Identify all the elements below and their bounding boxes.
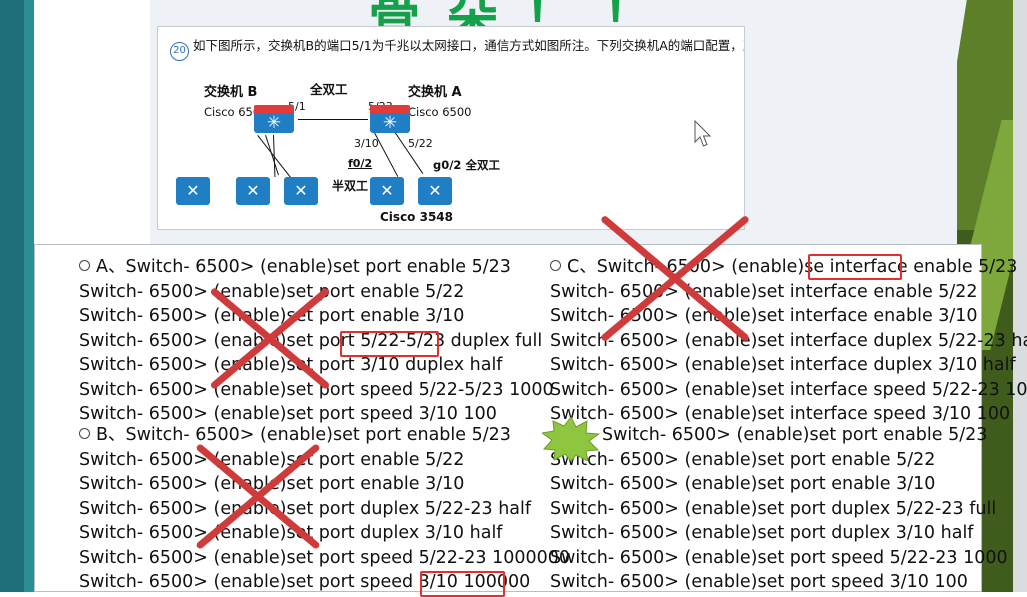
option-b-line-5: Switch- 6500> (enable)set port duplex 3/… xyxy=(79,523,503,543)
mouse-cursor xyxy=(694,119,716,150)
background-grey-edge xyxy=(1013,0,1027,592)
option-c-line-5: Switch- 6500> (enable)set interface dupl… xyxy=(550,355,1016,375)
option-b-text-1: Switch- 6500> (enable)set port enable 5/… xyxy=(125,425,511,445)
switch-b-icon-top xyxy=(254,105,294,114)
pc-icon-glyph-1: ✕ xyxy=(186,181,200,200)
option-a-text-1: Switch- 6500> (enable)set port enable 5/… xyxy=(125,257,511,277)
option-c-line-2: Switch- 6500> (enable)set interface enab… xyxy=(550,281,978,302)
option-a-line-7: Switch- 6500> (enable)set port speed 3/1… xyxy=(79,404,497,424)
option-a-line-5: Switch- 6500> (enable)set port 3/10 dupl… xyxy=(79,355,503,375)
diagram-port-3-10: 3/10 xyxy=(354,137,379,150)
option-b-block[interactable]: B、Switch- 6500> (enable)set port enable … xyxy=(79,423,571,597)
option-a-radio[interactable] xyxy=(79,260,90,271)
background-teal-stripe-2 xyxy=(24,0,34,592)
option-c-text-1: Switch- 6500> (enable)se interface enabl… xyxy=(596,257,1018,277)
pc-icon-glyph-4: ✕ xyxy=(380,181,394,200)
diagram-port-g0-2: g0/2 全双工 xyxy=(433,158,500,172)
diagram-bottom-switch-model: Cisco 3548 xyxy=(380,210,453,224)
option-c-line-4: Switch- 6500> (enable)set interface dupl… xyxy=(550,330,1027,351)
option-b-line-4: Switch- 6500> (enable)set port duplex 5/… xyxy=(79,498,532,519)
switch-b-icon-body xyxy=(254,113,294,133)
option-c-highlight-box xyxy=(808,254,902,280)
pc-icon-glyph-2: ✕ xyxy=(246,181,260,200)
answers-panel: A、Switch- 6500> (enable)set port enable … xyxy=(34,214,1027,597)
diagram-port-f0-2: f0/2 xyxy=(348,157,373,170)
switch-a-icon-body xyxy=(370,113,410,133)
diagram-switch-a-name: 交换机 A xyxy=(408,85,462,100)
diagram-switch-a-model: Cisco 6500 xyxy=(408,105,472,119)
option-a-line-4: Switch- 6500> (enable)set port 5/22-5/23… xyxy=(79,330,543,351)
option-c-line-3: Switch- 6500> (enable)set interface enab… xyxy=(550,306,978,326)
option-c-line-1: C、Switch- 6500> (enable)se interface ena… xyxy=(550,255,1017,280)
diagram-pc-icon-3: ✕ xyxy=(284,177,318,205)
option-b-line-7: Switch- 6500> (enable)set port speed 3/1… xyxy=(79,572,531,592)
option-d-line-6: Switch- 6500> (enable)set port speed 5/2… xyxy=(550,547,1008,568)
diagram-link-line-main xyxy=(298,119,368,120)
question-number: 20 xyxy=(170,42,189,61)
switch-a-icon-top xyxy=(370,105,410,114)
option-b-line-1: B、Switch- 6500> (enable)set port enable … xyxy=(79,423,529,448)
switch-b-icon-star: ✳ xyxy=(266,113,282,132)
option-d-line-1: Switch- 6500> (enable)set port enable 5/… xyxy=(602,425,988,445)
diagram-link-line-a2 xyxy=(391,127,424,174)
option-d-line-7: Switch- 6500> (enable)set port speed 3/1… xyxy=(550,572,968,592)
option-a-line-6: Switch- 6500> (enable)set port speed 5/2… xyxy=(79,379,554,400)
diagram-port-5-22: 5/22 xyxy=(408,137,433,150)
diagram-link-line-a1 xyxy=(371,127,399,177)
diagram-pc-icon-2: ✕ xyxy=(236,177,270,205)
background-teal-stripe xyxy=(0,0,24,592)
question-statement: 如下图所示，交换机B的端口5/1为千兆以太网接口，通信方式如图所注。下列交换机A… xyxy=(193,38,744,53)
option-d-line-2: Switch- 6500> (enable)set port enable 5/… xyxy=(550,449,936,470)
option-a-line-2: Switch- 6500> (enable)set port enable 5/… xyxy=(79,281,465,302)
option-d-line-5: Switch- 6500> (enable)set port duplex 3/… xyxy=(550,523,974,543)
diagram-pc-icon-4: ✕ xyxy=(370,177,404,205)
option-b-line-6: Switch- 6500> (enable)set port speed 5/2… xyxy=(79,547,571,568)
pc-icon-glyph-5: ✕ xyxy=(428,181,442,200)
option-b-line-2: Switch- 6500> (enable)set port enable 5/… xyxy=(79,449,465,470)
correct-answer-burst-icon xyxy=(542,417,600,461)
option-a-highlight-box xyxy=(340,331,439,357)
diagram-half-duplex-label: 半双工 xyxy=(332,179,369,193)
diagram-pc-icon-1: ✕ xyxy=(176,177,210,205)
option-c-line-7: Switch- 6500> (enable)set interface spee… xyxy=(550,404,1011,424)
diagram-link-line-b2 xyxy=(265,135,279,176)
diagram-link-duplex-label: 全双工 xyxy=(310,82,348,97)
pc-icon-glyph-3: ✕ xyxy=(294,181,308,200)
diagram-switch-b-icon: ✳ xyxy=(254,105,294,133)
option-b-highlight-box xyxy=(420,571,505,597)
option-a-marker: A、 xyxy=(96,257,126,277)
option-d-block[interactable]: Switch- 6500> (enable)set port enable 5/… xyxy=(542,417,1010,595)
option-c-radio[interactable] xyxy=(550,260,561,271)
option-a-line-3: Switch- 6500> (enable)set port enable 3/… xyxy=(79,306,465,326)
option-a-block[interactable]: A、Switch- 6500> (enable)set port enable … xyxy=(79,255,554,427)
option-b-radio[interactable] xyxy=(79,428,90,439)
option-b-marker: B、 xyxy=(96,425,126,445)
diagram-switch-b-model: Cisco 6500 xyxy=(204,105,268,119)
question-text-row: 20 如下图所示，交换机B的端口5/1为千兆以太网接口，通信方式如图所注。下列交换… xyxy=(170,37,744,61)
option-d-line-3: Switch- 6500> (enable)set port enable 3/… xyxy=(550,474,936,494)
diagram-switch-a-icon: ✳ xyxy=(370,105,410,133)
option-a-line-1: A、Switch- 6500> (enable)set port enable … xyxy=(79,255,529,280)
question-card: 20 如下图所示，交换机B的端口5/1为千兆以太网接口，通信方式如图所注。下列交换… xyxy=(157,26,745,230)
diagram-switch-b-name: 交换机 B xyxy=(204,85,258,100)
option-c-block[interactable]: C、Switch- 6500> (enable)se interface ena… xyxy=(550,214,1027,427)
option-b-line-3: Switch- 6500> (enable)set port enable 3/… xyxy=(79,474,465,494)
diagram-pc-icon-5: ✕ xyxy=(418,177,452,205)
option-c-line-6: Switch- 6500> (enable)set interface spee… xyxy=(550,379,1027,400)
option-d-line-4: Switch- 6500> (enable)set port duplex 5/… xyxy=(550,498,997,519)
option-c-marker: C、 xyxy=(567,257,597,277)
switch-a-icon-star: ✳ xyxy=(382,113,398,132)
